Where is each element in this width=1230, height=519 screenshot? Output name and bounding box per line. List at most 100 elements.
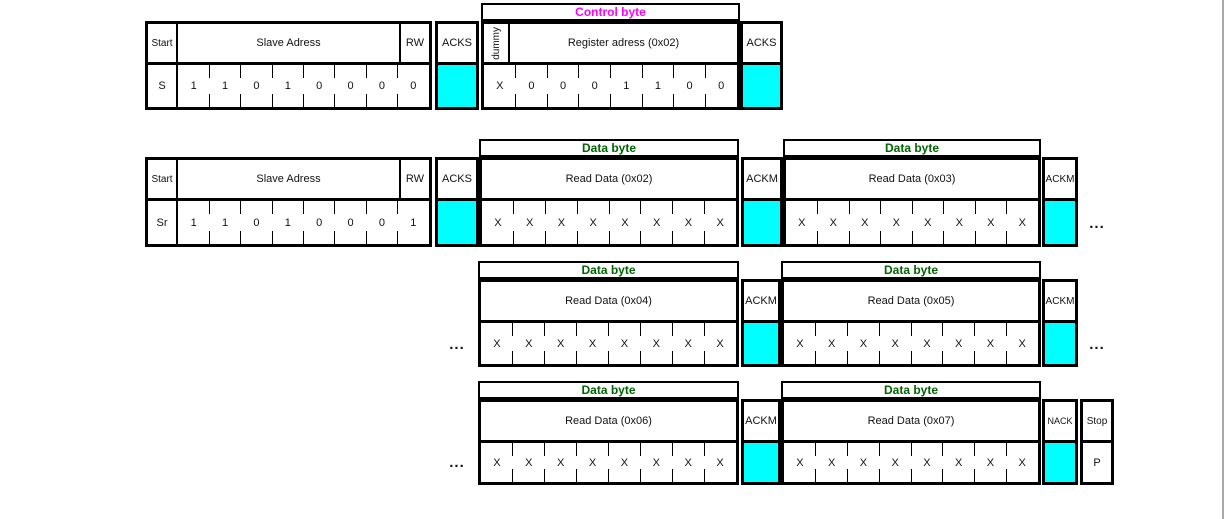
ackm-box: ACKM — [741, 399, 781, 485]
bit-cell: 0 — [704, 65, 737, 107]
bit-cell: X — [798, 216, 806, 229]
slave-address-header-row: Slave Adress RW — [178, 160, 429, 201]
bit-cell: 1 — [208, 65, 240, 107]
bit-cell: X — [1005, 443, 1038, 482]
bit-cell: 0 — [365, 201, 397, 244]
bit-cell: X — [703, 443, 736, 482]
bit-cell: X — [494, 216, 502, 229]
ack-bit-cell — [438, 201, 476, 244]
bit-cell: X — [608, 201, 641, 244]
bit-cell: X — [576, 443, 609, 482]
bit-cell: X — [640, 201, 673, 244]
dummy-header-cell: dummy — [484, 24, 510, 62]
bit-cell: 0 — [334, 65, 366, 107]
read-data-header: Read Data (0x06) — [481, 402, 736, 443]
bit-cell: 1 — [208, 201, 240, 244]
bit-cell: X — [513, 201, 546, 244]
bit-cell: X — [608, 443, 641, 482]
bit-cell: X — [974, 443, 1007, 482]
bit-cell: X — [672, 201, 705, 244]
read-data-header: Read Data (0x07) — [784, 402, 1038, 443]
bit-cell: X — [796, 337, 804, 350]
data-byte-label: Data byte — [478, 381, 739, 399]
bit-cell: 1 — [190, 80, 197, 92]
bit-cell: 0 — [365, 65, 397, 107]
bit-cell: X — [639, 323, 672, 364]
bit-cell: X — [817, 201, 850, 244]
ellipsis: ... — [449, 454, 465, 471]
ackm-header: ACKM — [1045, 282, 1075, 323]
bit-cell: X — [878, 323, 911, 364]
ackm-header: ACKM — [744, 282, 778, 323]
bit-cell: 1 — [397, 201, 429, 244]
bit-cell: X — [671, 443, 704, 482]
page-edge-line — [1222, 0, 1224, 519]
ackm-header: ACKM — [744, 160, 780, 201]
ack-bit-cell — [744, 201, 780, 244]
bit-cell: 1 — [271, 65, 303, 107]
bit-cell: X — [512, 443, 545, 482]
bit-cell: X — [942, 443, 975, 482]
bit-cell: X — [639, 443, 672, 482]
acks-box: ACKS — [435, 157, 479, 247]
bit-cell: 0 — [397, 65, 429, 107]
slave-address-header-row: Slave Adress RW — [178, 24, 429, 65]
ellipsis: ... — [449, 336, 465, 353]
bit-cell: 1 — [610, 65, 643, 107]
nack-bit-cell — [1045, 443, 1075, 482]
bit-cell: X — [974, 323, 1007, 364]
data-byte-label: Data byte — [781, 261, 1041, 279]
ack-bit-cell — [744, 323, 778, 364]
bit-cell: X — [671, 323, 704, 364]
ack-bit-cell — [1045, 201, 1075, 244]
ellipsis: ... — [1089, 336, 1105, 353]
nack-box: NACK — [1042, 399, 1078, 485]
bit-cell: X — [544, 323, 577, 364]
bit-cell: X — [496, 80, 504, 92]
slave-address-header: Slave Adress — [256, 37, 321, 49]
bit-cell: X — [703, 201, 736, 244]
data-byte-label: Data byte — [781, 381, 1041, 399]
ack-bit-cell — [438, 65, 476, 107]
bit-cell: X — [974, 201, 1007, 244]
rw-header: RW — [399, 160, 429, 198]
data-byte-label: Data byte — [479, 139, 739, 157]
read-data-header: Read Data (0x03) — [786, 160, 1038, 201]
ackm-header: ACKM — [1045, 160, 1075, 201]
ackm-box: ACKM — [741, 157, 783, 247]
bit-cell: X — [576, 323, 609, 364]
ackm-header: ACKM — [744, 402, 778, 443]
rw-header: RW — [399, 24, 429, 62]
bit-cell: 0 — [334, 201, 366, 244]
bit-cell: X — [910, 323, 943, 364]
stop-box: Stop P — [1080, 399, 1114, 485]
start-bit: S — [148, 65, 178, 107]
restart-bit: Sr — [148, 201, 178, 244]
bit-cell: 0 — [546, 65, 579, 107]
bit-cell: X — [796, 456, 804, 469]
bit-cell: 0 — [302, 201, 335, 244]
bit-cell: 1 — [271, 201, 303, 244]
bit-cell: X — [512, 323, 545, 364]
bit-cell: X — [545, 201, 578, 244]
bit-cell: X — [544, 443, 577, 482]
bit-cell: X — [911, 201, 944, 244]
bit-cell: X — [815, 323, 848, 364]
ackm-box: ACKM — [1042, 157, 1078, 247]
data-byte-label: Data byte — [478, 261, 739, 279]
bit-cell: 0 — [578, 65, 611, 107]
register-address-header-row: dummy Register adress (0x02) — [484, 24, 737, 65]
bit-cell: X — [576, 201, 609, 244]
